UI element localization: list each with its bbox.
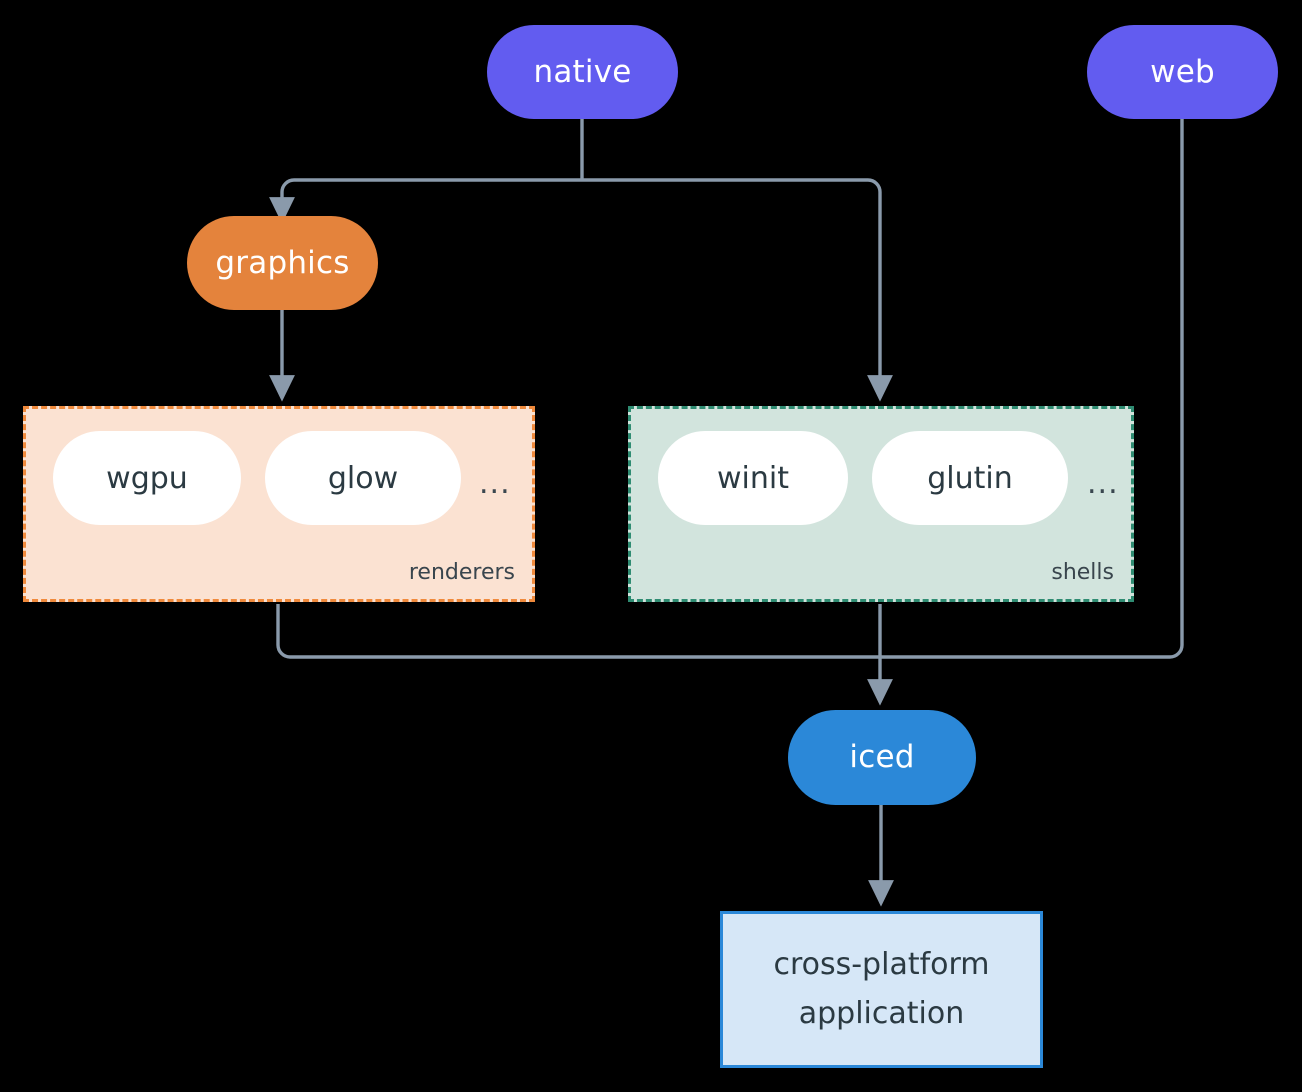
group-renderers: wgpu glow ... renderers (23, 406, 535, 602)
group-shells-caption: shells (1051, 560, 1114, 585)
leaf-pill-glutin[interactable]: glutin (872, 431, 1068, 525)
edge-renderers-to-iced (276, 604, 880, 659)
node-iced[interactable]: iced (788, 710, 976, 805)
renderers-more-ellipsis: ... (479, 466, 511, 501)
leaf-pill-glow[interactable]: glow (265, 431, 461, 525)
leaf-label-glow: glow (327, 460, 399, 496)
group-renderers-caption: renderers (408, 560, 515, 585)
node-application[interactable]: cross-platform application (720, 911, 1043, 1068)
leaf-label-glutin: glutin (927, 460, 1013, 496)
node-native-label: native (533, 53, 632, 90)
node-application-label-line2: application (798, 995, 965, 1031)
leaf-label-wgpu: wgpu (106, 460, 188, 496)
node-graphics-label: graphics (215, 244, 350, 281)
leaf-pill-wgpu[interactable]: wgpu (53, 431, 241, 525)
node-native[interactable]: native (487, 25, 678, 119)
leaf-label-winit: winit (717, 460, 789, 496)
node-application-label-line1: cross-platform (773, 946, 990, 982)
edge-native-to-graphics (269, 178, 582, 224)
node-iced-label: iced (849, 739, 915, 776)
edge-native-to-shells (582, 178, 893, 402)
node-web[interactable]: web (1087, 25, 1278, 119)
group-shells: winit glutin ... shells (628, 406, 1134, 602)
node-graphics[interactable]: graphics (187, 216, 378, 310)
node-application-label: cross-platform application (773, 941, 989, 1038)
leaf-pill-winit[interactable]: winit (658, 431, 848, 525)
shells-more-ellipsis: ... (1087, 466, 1119, 501)
node-web-label: web (1150, 53, 1215, 90)
